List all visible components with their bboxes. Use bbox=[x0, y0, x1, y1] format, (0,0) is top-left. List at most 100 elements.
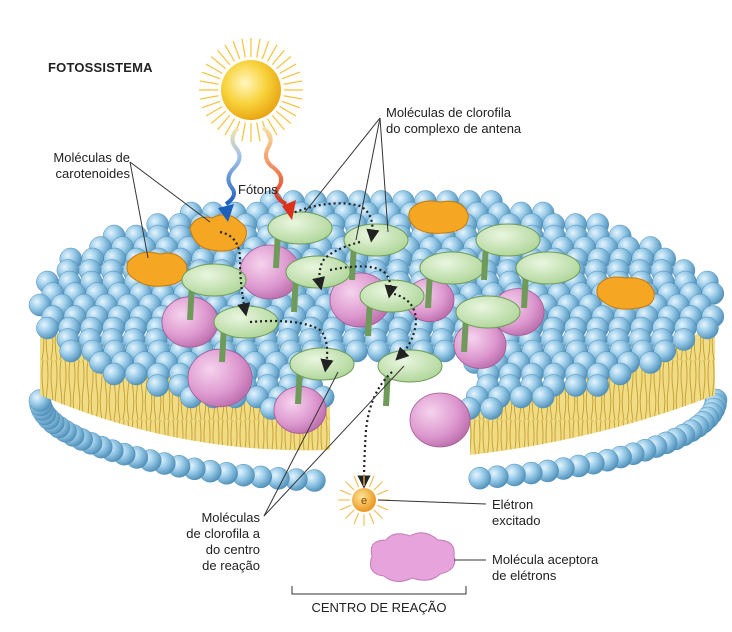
reaction-center-bracket bbox=[291, 586, 467, 595]
sun-ray bbox=[256, 38, 261, 58]
chlorophyll-head bbox=[515, 251, 581, 285]
chlorophyll-head bbox=[181, 263, 247, 297]
lipid-head bbox=[509, 385, 533, 409]
chlorophyll-head bbox=[359, 279, 425, 313]
photons-label: Fótons bbox=[238, 182, 278, 197]
chlorophyll-molecule bbox=[515, 251, 581, 309]
sun-ray bbox=[261, 40, 270, 60]
chlorophyll-molecule bbox=[475, 223, 541, 281]
lipid-head bbox=[672, 328, 696, 351]
carotenoid-1 bbox=[189, 214, 247, 252]
electron-label-line-1: Elétron bbox=[492, 497, 534, 512]
lipid-head bbox=[586, 374, 609, 397]
electron-glow-ray bbox=[376, 489, 389, 496]
lipid-head bbox=[124, 362, 148, 386]
sun-ray bbox=[210, 56, 227, 70]
carotenoid-3 bbox=[408, 200, 469, 234]
sun-ray bbox=[217, 49, 231, 66]
chlorophyll-head bbox=[285, 255, 351, 289]
sun-ray bbox=[224, 118, 236, 136]
photon-wave-blue bbox=[224, 126, 242, 206]
lipid-head bbox=[608, 362, 632, 386]
carotenoid-molecules bbox=[126, 200, 655, 310]
sun-ray bbox=[271, 114, 285, 131]
electron-label-line-2: excitado bbox=[492, 513, 541, 528]
reaction-chlorophyll-label: Moléculas de clorofila a do centro de re… bbox=[160, 510, 260, 574]
chlorophyll-molecule bbox=[267, 211, 333, 269]
lipid-head bbox=[102, 362, 126, 386]
reaction-center-label: CENTRO DE REAÇÃO bbox=[311, 600, 447, 615]
sun-ray bbox=[266, 44, 278, 62]
sun-ray bbox=[279, 105, 297, 117]
photon-arrow-red bbox=[282, 200, 296, 220]
lipid-head bbox=[696, 316, 719, 340]
sun-ray bbox=[199, 80, 219, 85]
acceptor-label-line-2: de elétrons bbox=[492, 568, 557, 583]
antenna-label: Moléculas de clorofila do complexo de an… bbox=[386, 105, 521, 137]
sun-ray bbox=[201, 71, 221, 80]
lipid-head bbox=[59, 339, 82, 363]
carotenoids-label: Moléculas de carotenoides bbox=[28, 150, 130, 182]
sun-ray bbox=[283, 80, 303, 85]
sun-ray bbox=[281, 100, 301, 109]
electron-label: Elétron excitado bbox=[492, 497, 540, 529]
electron-glow-ray bbox=[353, 512, 360, 525]
electron-icon: e bbox=[338, 474, 390, 526]
carotenoids-label-line-1: Moléculas de bbox=[53, 150, 130, 165]
chlorophyll-head bbox=[475, 223, 541, 257]
sun-ray bbox=[217, 114, 231, 131]
chlorophyll-molecule bbox=[419, 251, 485, 309]
electron-glow-ray bbox=[339, 489, 352, 496]
reaction-chlorophyll-line-4: de reação bbox=[202, 558, 260, 573]
chlorophyll-head bbox=[267, 211, 333, 245]
protein-complex bbox=[409, 392, 471, 448]
sun-icon bbox=[199, 38, 303, 142]
sun-ray bbox=[232, 40, 241, 60]
reaction-chlorophyll-line-1: Moléculas bbox=[201, 510, 260, 525]
sun-ray bbox=[205, 63, 223, 75]
carotenoid-4 bbox=[596, 276, 655, 310]
antenna-label-line-2: do complexo de antena bbox=[386, 121, 522, 136]
lipid-head bbox=[146, 374, 169, 397]
acceptor-label: Molécula aceptora de elétrons bbox=[492, 552, 598, 584]
photon-wave-red bbox=[261, 126, 288, 206]
electron-glow-ray bbox=[353, 475, 360, 488]
sun-ray bbox=[266, 118, 278, 136]
sun-ray bbox=[201, 100, 221, 109]
sun-ray bbox=[241, 38, 246, 58]
lipid-head bbox=[36, 316, 59, 340]
lipid-head bbox=[531, 385, 555, 409]
carotenoids-label-line-2: carotenoides bbox=[55, 166, 130, 181]
electron-glow-ray bbox=[339, 504, 352, 511]
sun-ray bbox=[241, 122, 246, 142]
chlorophyll-head bbox=[289, 347, 355, 381]
chlorophyll-molecule bbox=[213, 305, 279, 363]
leader-lines bbox=[129, 117, 487, 561]
chlorophyll-head bbox=[377, 349, 443, 383]
electron-glow-ray bbox=[376, 504, 389, 511]
sun-ray bbox=[210, 110, 227, 124]
energy-transfer-arrows bbox=[219, 202, 418, 489]
lipid-head bbox=[564, 374, 587, 397]
lipid-head bbox=[468, 466, 492, 490]
sun-ray bbox=[281, 71, 301, 80]
sun-ray bbox=[275, 110, 292, 124]
electron-glow-ray bbox=[373, 481, 383, 491]
diagram-title: FOTOSSISTEMA bbox=[48, 60, 153, 75]
lipid-head bbox=[480, 397, 503, 420]
electron-glow-ray bbox=[368, 475, 375, 488]
electron-glow-ray bbox=[345, 509, 355, 519]
sun-ray bbox=[199, 95, 219, 100]
sun-ray bbox=[271, 49, 285, 66]
sun-ray bbox=[279, 63, 297, 75]
chlorophyll-molecule bbox=[455, 295, 521, 353]
photon-arrow-blue bbox=[218, 204, 234, 222]
antenna-label-line-1: Moléculas de clorofila bbox=[386, 105, 512, 120]
reaction-chlorophyll-line-3: do centro bbox=[205, 542, 260, 557]
acceptor-label-line-1: Molécula aceptora bbox=[492, 552, 599, 567]
reaction-chlorophyll-line-2: de clorofila a bbox=[186, 526, 260, 541]
sun-ray bbox=[275, 56, 292, 70]
protein-complexes bbox=[161, 244, 545, 448]
electron-glow-ray bbox=[373, 509, 383, 519]
